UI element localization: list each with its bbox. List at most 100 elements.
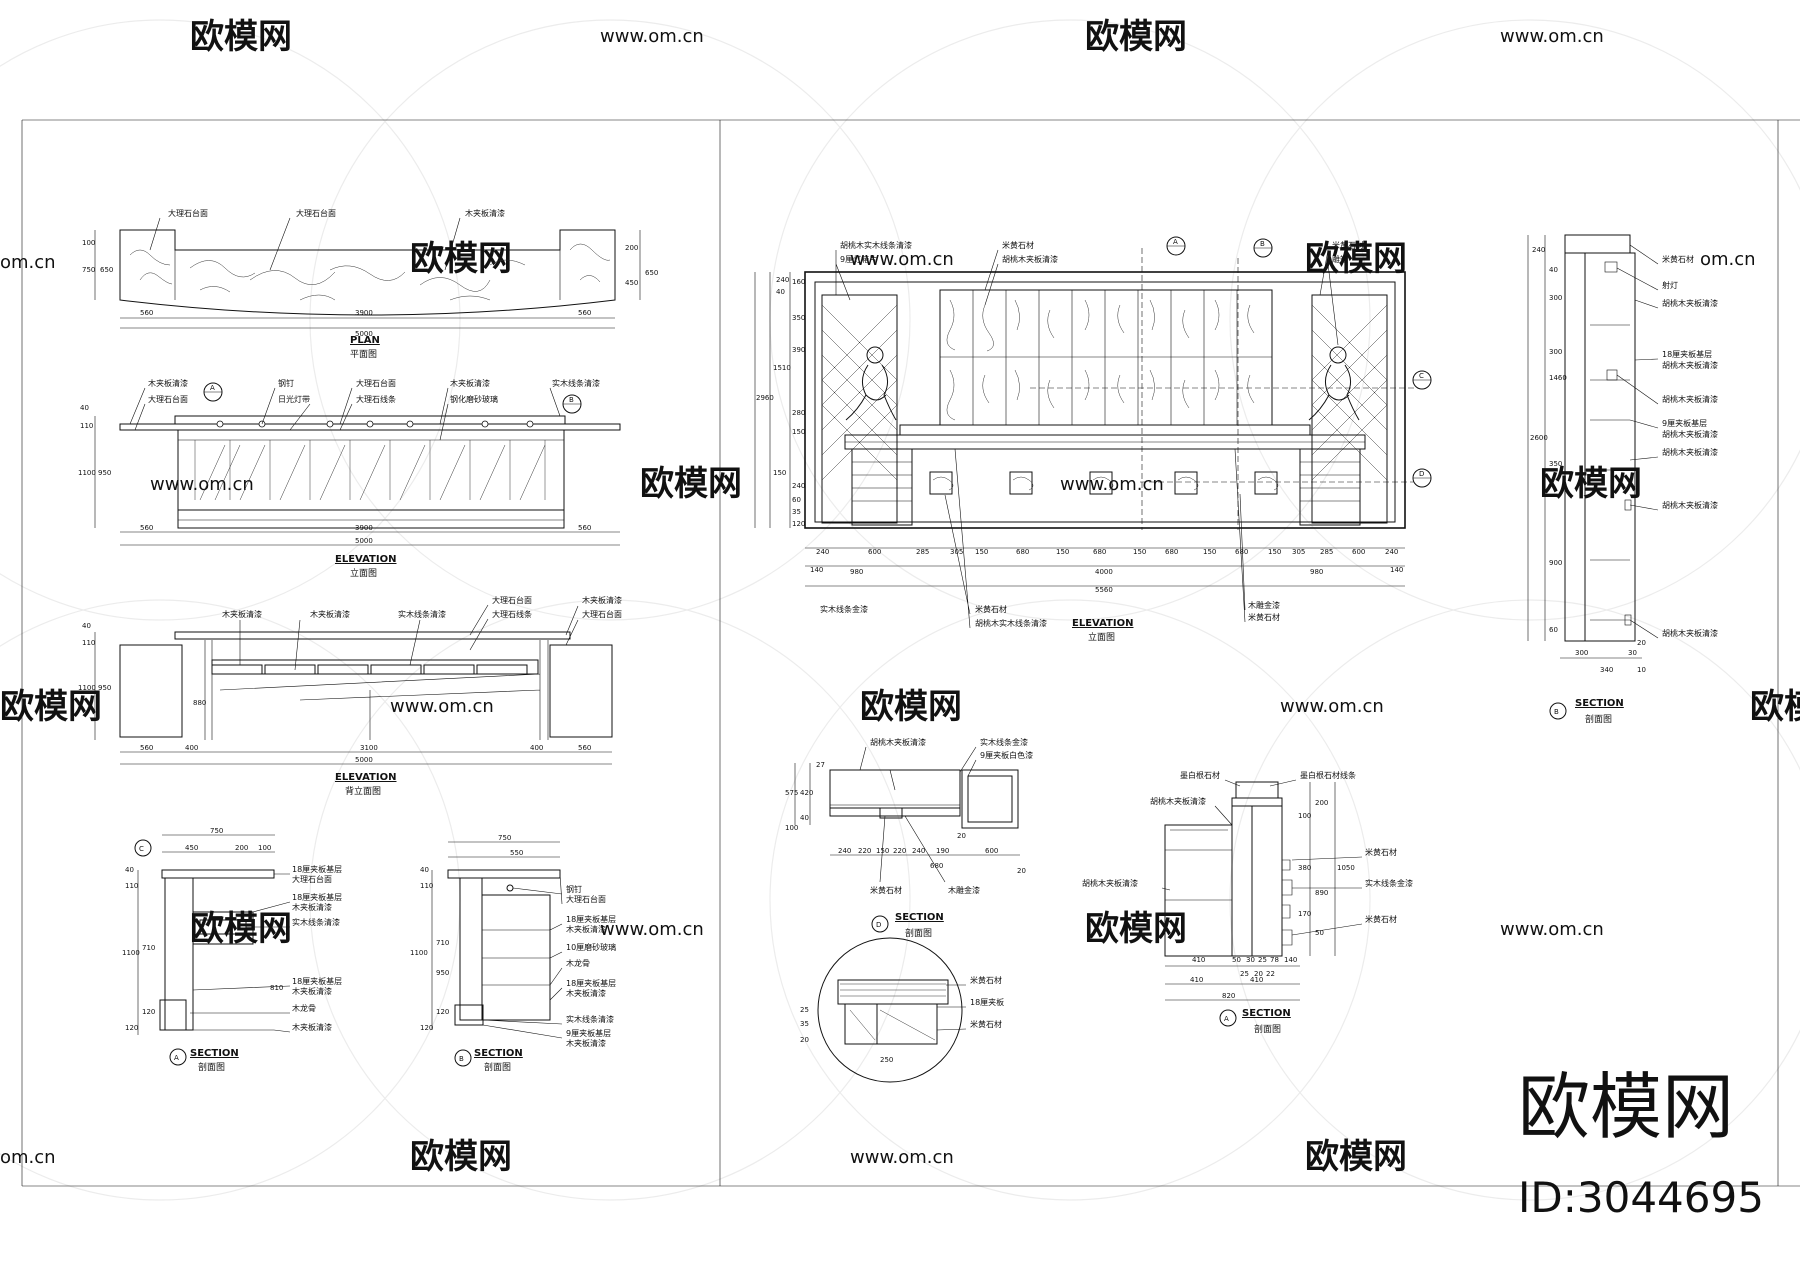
carved-panel-detail: [932, 476, 1279, 491]
section-b-labels: 钢钉 大理石台面 18厘夹板基层 木夹板清漆 10厘磨砂玻璃 木龙骨 18厘夹板…: [482, 873, 616, 1048]
fe-dim-r1-13: 150: [1268, 548, 1281, 556]
fe-dim-r1-14: 305: [1292, 548, 1305, 556]
section-b-detail: [1604, 261, 1632, 626]
rsb-subtitle: 剖面图: [1585, 713, 1612, 725]
watermark-brand: 欧模网: [1305, 1137, 1407, 1177]
fe-dim-r2-2: 980: [850, 568, 863, 576]
front-elev-label-5: 大理石台面: [356, 378, 396, 388]
fe-label-2: 9厘灯箱片: [840, 254, 877, 264]
watermark-url: www.om.cn: [600, 919, 704, 940]
watermark-url: www.om.cn: [150, 474, 254, 495]
rsb-label-10: 胡桃木夹板清漆: [1662, 500, 1718, 510]
elev-marker-a: A: [1166, 236, 1186, 256]
front-elev-dim-1: 560: [140, 524, 153, 532]
moulding-steps: [1282, 859, 1293, 946]
sec-a-dim-top-1: 750: [210, 827, 223, 835]
watermark-id: ID:3044695: [1518, 1173, 1764, 1222]
front-elev-subtitle: 立面图: [350, 567, 377, 579]
front-elev-title: ELEVATION: [335, 554, 396, 565]
rsd-dim-9: 20: [957, 832, 966, 840]
right-sec-b-labels: 米黄石材 射灯 胡桃木夹板清漆 18厘夹板基层 胡桃木夹板清漆 胡桃木夹板清漆 …: [1616, 244, 1718, 639]
rsd-subtitle: 剖面图: [905, 927, 932, 939]
back-elev-dim-left-2: 110: [82, 639, 95, 647]
sec-a-dim-left-1: 40: [125, 866, 134, 874]
elev-marker-c-label: C: [1419, 372, 1424, 380]
watermark-brand: 欧模网: [860, 687, 962, 727]
rsa-dim-b-5: 78: [1270, 956, 1279, 964]
sec-b-dim-left-3: 1100: [410, 949, 428, 957]
fe-dim-r1-11: 150: [1203, 548, 1216, 556]
sec-b-label-5: 10厘磨砂玻璃: [566, 942, 616, 952]
sec-b-label-11: 木夹板清漆: [566, 1038, 606, 1048]
sec-a-subtitle: 剖面图: [198, 1061, 225, 1073]
fe-dim-r1-8: 680: [1093, 548, 1106, 556]
fe-dim-left-4: 350: [792, 314, 805, 322]
rsb-dim-bottom-5: 20: [1637, 639, 1646, 647]
fe-dim-r1-15: 285: [1320, 548, 1333, 556]
fe-dim-r2-5: 140: [1390, 566, 1403, 574]
rsd-dim-10: 20: [1017, 867, 1026, 875]
fe-label-4: 胡桃木夹板清漆: [1002, 254, 1058, 264]
rsb-dim-left-3: 300: [1549, 294, 1562, 302]
fe-dim-r1-9: 150: [1133, 548, 1146, 556]
back-elev-label-6: 木夹板清漆: [582, 595, 622, 605]
rsd-label-1: 胡桃木夹板清漆: [870, 737, 926, 747]
plan-dim-right-2: 450: [625, 279, 638, 287]
sec-b-dim-left-5: 950: [436, 969, 449, 977]
sec-b-dim-left-7: 120: [420, 1024, 433, 1032]
section-marker-c: C: [134, 839, 152, 857]
sec-a-dim-top-2: 450: [185, 844, 198, 852]
left-section-a-view: C 18厘夹板基层 大理石台面 18厘夹板基层 木夹板清漆 实木线条清漆 18厘…: [122, 827, 342, 1073]
rsd-dim-2: 220: [858, 847, 871, 855]
rsb-dim-left-5: 1460: [1549, 374, 1567, 382]
rsb-dim-left-6: 2600: [1530, 434, 1548, 442]
rsa-label-2: 墨白根石材线条: [1300, 770, 1356, 780]
sec-b-dim-left-2: 110: [420, 882, 433, 890]
sec-a-label-2: 大理石台面: [292, 874, 332, 884]
rsa-label-3: 胡桃木夹板清漆: [1150, 796, 1206, 806]
back-elev-label-2: 木夹板清漆: [310, 609, 350, 619]
back-elev-label-4: 大理石台面: [492, 595, 532, 605]
front-elev-label-8: 钢化磨砂玻璃: [450, 394, 498, 404]
rsa-dim-b-1: 410: [1192, 956, 1205, 964]
rsa-title: SECTION: [1242, 1008, 1291, 1019]
elev-marker-d-label: D: [1419, 470, 1424, 478]
rsa-label-6: 实木线条金漆: [1365, 878, 1413, 888]
front-elev-dim-total: 5000: [355, 537, 373, 545]
sec-b-dim-left-4: 710: [436, 939, 449, 947]
rsd-dim-left-4: 40: [800, 814, 809, 822]
watermark-url: www.om.cn: [600, 26, 704, 47]
rsb-label-6: 胡桃木夹板清漆: [1662, 394, 1718, 404]
detail-label-3: 米黄石材: [970, 1019, 1002, 1029]
sec-a-dim-left-7: 120: [125, 1024, 138, 1032]
front-elevation-view: 木夹板清漆 大理石台面 钢钉 日光灯带 大理石台面 大理石线条 木夹板清漆 钢化…: [78, 378, 621, 579]
rsa-dim-right-3: 380: [1298, 864, 1311, 872]
watermark-arcs: [0, 19, 1800, 1201]
front-elev-label-4: 日光灯带: [278, 394, 310, 404]
back-elev-title: ELEVATION: [335, 772, 396, 783]
rsd-dim-6: 190: [936, 847, 949, 855]
front-elev-label-6: 大理石线条: [356, 394, 396, 404]
rsd-dim-3: 150: [876, 847, 889, 855]
back-elev-dim-5: 560: [578, 744, 591, 752]
back-elev-label-5: 大理石线条: [492, 609, 532, 619]
fe-dim-left-8: 280: [792, 409, 805, 417]
back-elevation-view: 木夹板清漆 木夹板清漆 实木线条清漆 大理石台面 大理石线条 木夹板清漆 大理石…: [78, 595, 622, 797]
sec-b-label-4: 木夹板清漆: [566, 924, 606, 934]
plan-subtitle: 平面图: [350, 349, 377, 360]
fe-dim-left-2: 40: [776, 288, 785, 296]
watermark-url-fragment: om.cn: [0, 1147, 56, 1168]
sec-a-label-6: 18厘夹板基层: [292, 976, 342, 986]
rsb-dim-bottom-1: 300: [1575, 649, 1588, 657]
fe-title: ELEVATION: [1072, 618, 1133, 629]
plan-title: PLAN: [350, 335, 380, 346]
side-panel-pattern: [821, 304, 1388, 481]
rsa-dim-b-9: 22: [1266, 970, 1275, 978]
sheet-frames: [21, 119, 1800, 1187]
rsa-dim-right-6: 170: [1298, 910, 1311, 918]
fe-dim-r1-10: 680: [1165, 548, 1178, 556]
detail-dim-4: 250: [880, 1056, 893, 1064]
elev-marker-a-label: A: [1173, 238, 1178, 246]
front-elev-dim-left-2: 110: [80, 422, 93, 430]
rsa-dim-right-1: 200: [1315, 799, 1328, 807]
